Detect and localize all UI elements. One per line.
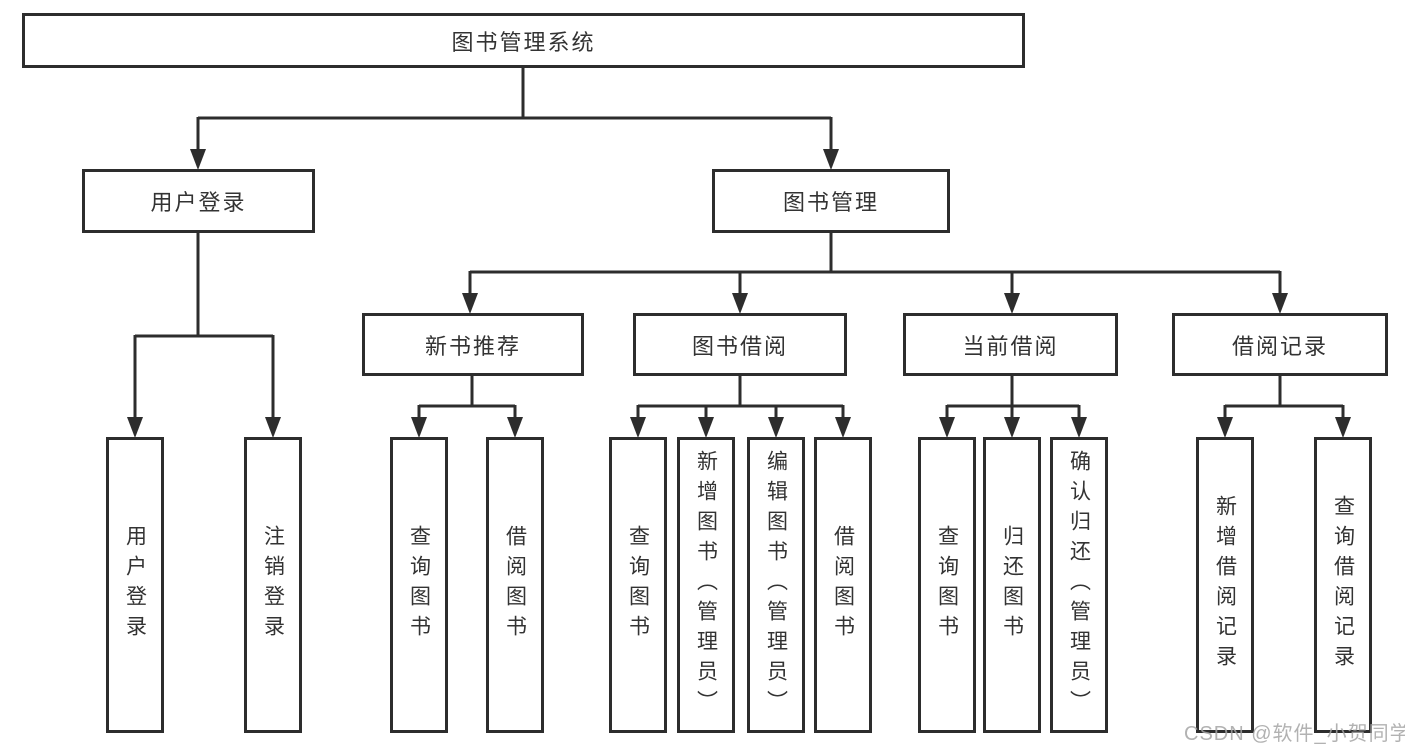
node-leaf-user-login: 用户登录: [106, 437, 164, 733]
node-label: 借阅图书: [831, 525, 855, 645]
node-label: 查询图书: [407, 525, 431, 645]
node-leaf-logout: 注销登录: [244, 437, 302, 733]
node-label: 注销登录: [261, 525, 285, 645]
node-leaf-confirm-return-admin: 确认归还（管理员）: [1050, 437, 1108, 733]
node-leaf-borrow-books: 借阅图书: [814, 437, 872, 733]
node-label: 用户登录: [123, 525, 147, 645]
node-label: 新增图书（管理员）: [694, 450, 718, 720]
node-label: 用户登录: [150, 190, 247, 215]
node-current-borrow: 当前借阅: [903, 313, 1118, 376]
node-library-management-system: 图书管理系统: [22, 13, 1025, 68]
node-label: 当前借阅: [962, 333, 1059, 359]
node-label: 新增借阅记录: [1213, 495, 1237, 675]
node-label: 新书推荐: [424, 333, 521, 359]
node-label: 图书管理: [782, 190, 879, 215]
node-label: 查询图书: [935, 525, 959, 645]
node-label: 借阅图书: [503, 525, 527, 645]
node-leaf-edit-book-admin: 编辑图书（管理员）: [747, 437, 805, 733]
node-leaf-query-books-recommend: 查询图书: [390, 437, 448, 733]
node-book-management: 图书管理: [712, 169, 950, 233]
node-label: 确认归还（管理员）: [1067, 450, 1091, 720]
node-label: 图书管理系统: [451, 29, 596, 55]
node-new-book-recommend: 新书推荐: [362, 313, 584, 376]
node-borrow-records: 借阅记录: [1172, 313, 1388, 376]
node-label: 图书借阅: [691, 333, 788, 359]
csdn-watermark: CSDN @软件_小贺同学: [1184, 723, 1405, 745]
node-label: 借阅记录: [1231, 333, 1328, 359]
node-label: 查询借阅记录: [1331, 495, 1355, 675]
node-label: 编辑图书（管理员）: [764, 450, 788, 720]
node-label: 归还图书: [1000, 525, 1024, 645]
node-label: 查询图书: [626, 525, 650, 645]
node-leaf-query-books-current: 查询图书: [918, 437, 976, 733]
node-user-login: 用户登录: [82, 169, 315, 233]
node-leaf-return-book: 归还图书: [983, 437, 1041, 733]
node-leaf-query-books-borrow: 查询图书: [609, 437, 667, 733]
node-book-borrow: 图书借阅: [633, 313, 847, 376]
node-leaf-add-book-admin: 新增图书（管理员）: [677, 437, 735, 733]
node-leaf-add-borrow-record: 新增借阅记录: [1196, 437, 1254, 733]
node-leaf-borrow-books-recommend: 借阅图书: [486, 437, 544, 733]
node-leaf-query-borrow-record: 查询借阅记录: [1314, 437, 1372, 733]
